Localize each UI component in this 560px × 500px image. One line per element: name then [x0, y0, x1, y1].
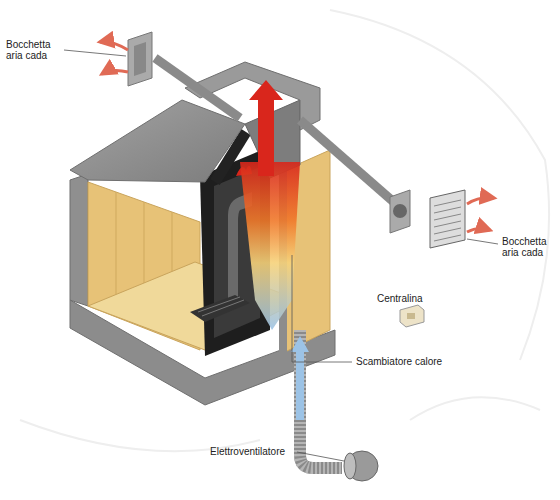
warm-air-arrows	[102, 70, 128, 74]
fireplace-body	[202, 300, 244, 316]
part-label: Centralina	[377, 293, 423, 304]
control-unit	[400, 305, 424, 327]
air-ducts	[128, 32, 465, 248]
fan-and-hose	[344, 453, 356, 479]
part-label: Bocchetta aria cada	[6, 39, 64, 61]
fan-and-hose	[291, 336, 309, 420]
fan-and-hose	[291, 330, 378, 481]
fireplace-body	[198, 297, 244, 316]
background-sketch	[410, 397, 540, 420]
air-ducts	[390, 190, 410, 233]
air-ducts	[300, 120, 396, 204]
air-ducts	[434, 200, 461, 206]
air-ducts	[134, 42, 146, 76]
leader-lines	[292, 255, 352, 362]
heat-exchanger-flow	[240, 162, 300, 330]
leader-lines	[467, 239, 498, 244]
air-ducts	[434, 207, 461, 213]
part-label: Scambiatore calore	[356, 356, 442, 367]
part-label: Bocchetta aria cada	[502, 236, 556, 258]
control-unit	[400, 305, 424, 327]
warm-air-arrows	[100, 42, 494, 232]
air-ducts	[434, 228, 461, 234]
fireplace-body	[70, 174, 88, 306]
warm-air-arrows	[100, 42, 128, 50]
air-ducts	[155, 58, 240, 118]
heat-exchanger-flow	[249, 80, 283, 176]
leader-lines	[64, 50, 126, 56]
warm-air-arrows	[467, 198, 494, 204]
air-ducts	[128, 32, 152, 86]
air-ducts	[434, 235, 461, 241]
air-ducts	[434, 200, 461, 241]
background-sketch	[330, 10, 549, 360]
leader-lines	[297, 452, 344, 461]
fireplace-body	[70, 100, 245, 182]
part-label: Elettroventilatore	[210, 446, 285, 457]
leader-lines	[64, 50, 498, 461]
control-unit	[407, 313, 415, 319]
air-ducts	[434, 221, 461, 227]
warm-air-arrows	[467, 228, 490, 232]
background-sketch	[20, 10, 549, 451]
heat-exchanger-flow	[240, 80, 300, 330]
air-ducts	[393, 204, 407, 218]
fireplace-body	[190, 295, 250, 322]
air-ducts	[430, 190, 465, 248]
air-ducts	[434, 214, 461, 220]
